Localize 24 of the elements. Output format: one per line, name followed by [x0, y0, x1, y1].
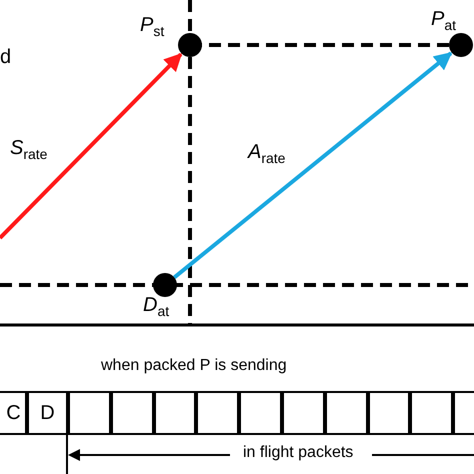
packet-cell [25, 391, 70, 435]
empty-packet-cell [280, 391, 327, 435]
arrow [173, 52, 452, 279]
note-text: when packed P is sending [101, 358, 287, 374]
empty-packet-cell [408, 391, 456, 435]
empty-packet-cell [108, 391, 156, 435]
point-label: P$_{st}$ [140, 15, 164, 38]
empty-packet-cell [66, 391, 113, 435]
point-label: P$_{at}$ [431, 9, 456, 32]
empty-packet-cell [451, 391, 474, 435]
packet-cell [0, 391, 29, 435]
edge-label: S$_{rate}$ [10, 138, 48, 161]
empty-packet-cell [194, 391, 242, 435]
point-label: D$_{at}$ [143, 295, 170, 318]
empty-packet-cell [152, 391, 198, 435]
empty-packet-cell [322, 391, 370, 435]
arrow [0, 52, 182, 240]
cell-text: C [6, 402, 21, 424]
note-text: in flight packets [243, 445, 354, 461]
edge-label: A$_{rate}$ [248, 142, 286, 165]
empty-packet-cell [366, 391, 412, 435]
empty-packet-cell [237, 391, 284, 435]
cell-text: D [40, 402, 55, 424]
cut-off-text: d [0, 47, 12, 67]
